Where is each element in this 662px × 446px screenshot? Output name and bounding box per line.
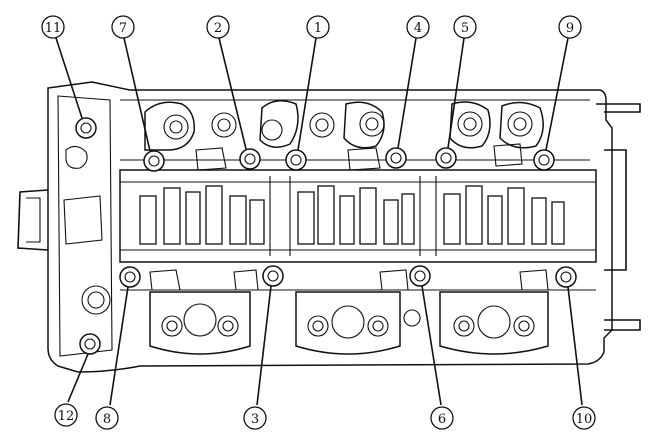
leader-lines (55, 37, 583, 406)
bolt-10 (555, 266, 577, 288)
bolt-4 (385, 147, 407, 169)
callout-6-label: 6 (438, 412, 446, 427)
callout-1-label: 1 (314, 21, 322, 36)
bolt-3 (262, 265, 284, 287)
bolt-2 (239, 148, 261, 170)
bolt-6 (409, 265, 431, 287)
callout-11-label: 11 (45, 21, 62, 36)
bolt-7 (143, 150, 165, 172)
callout-9-label: 9 (566, 21, 574, 36)
callout-10-label: 10 (576, 412, 593, 427)
bolt-5 (435, 147, 457, 169)
bolts (75, 117, 577, 355)
bolt-12 (79, 333, 101, 355)
callout-4-label: 4 (414, 21, 422, 36)
lower-journal-caps (120, 269, 596, 355)
callout-5: 5 (453, 15, 477, 39)
callout-1: 1 (306, 15, 330, 39)
upper-journal-caps (120, 99, 590, 171)
callout-12: 12 (54, 403, 78, 427)
callout-7-label: 7 (119, 21, 127, 36)
callout-10: 10 (572, 406, 596, 430)
callout-4: 4 (406, 15, 430, 39)
callout-2-label: 2 (214, 21, 222, 36)
callout-12-label: 12 (58, 409, 75, 424)
callout-2: 2 (206, 15, 230, 39)
callout-5-label: 5 (461, 21, 469, 36)
callout-9: 9 (558, 15, 582, 39)
bolt-11 (75, 117, 97, 139)
bolt-9 (533, 149, 555, 171)
callout-6: 6 (430, 406, 454, 430)
bolt-1 (285, 149, 307, 171)
bolt-8 (119, 266, 141, 288)
callout-11: 11 (41, 15, 65, 39)
callout-7: 7 (111, 15, 135, 39)
callout-8-label: 8 (103, 412, 111, 427)
callout-3: 3 (243, 406, 267, 430)
camshaft-lobes (139, 185, 565, 245)
callout-3-label: 3 (251, 412, 259, 427)
callout-8: 8 (95, 406, 119, 430)
